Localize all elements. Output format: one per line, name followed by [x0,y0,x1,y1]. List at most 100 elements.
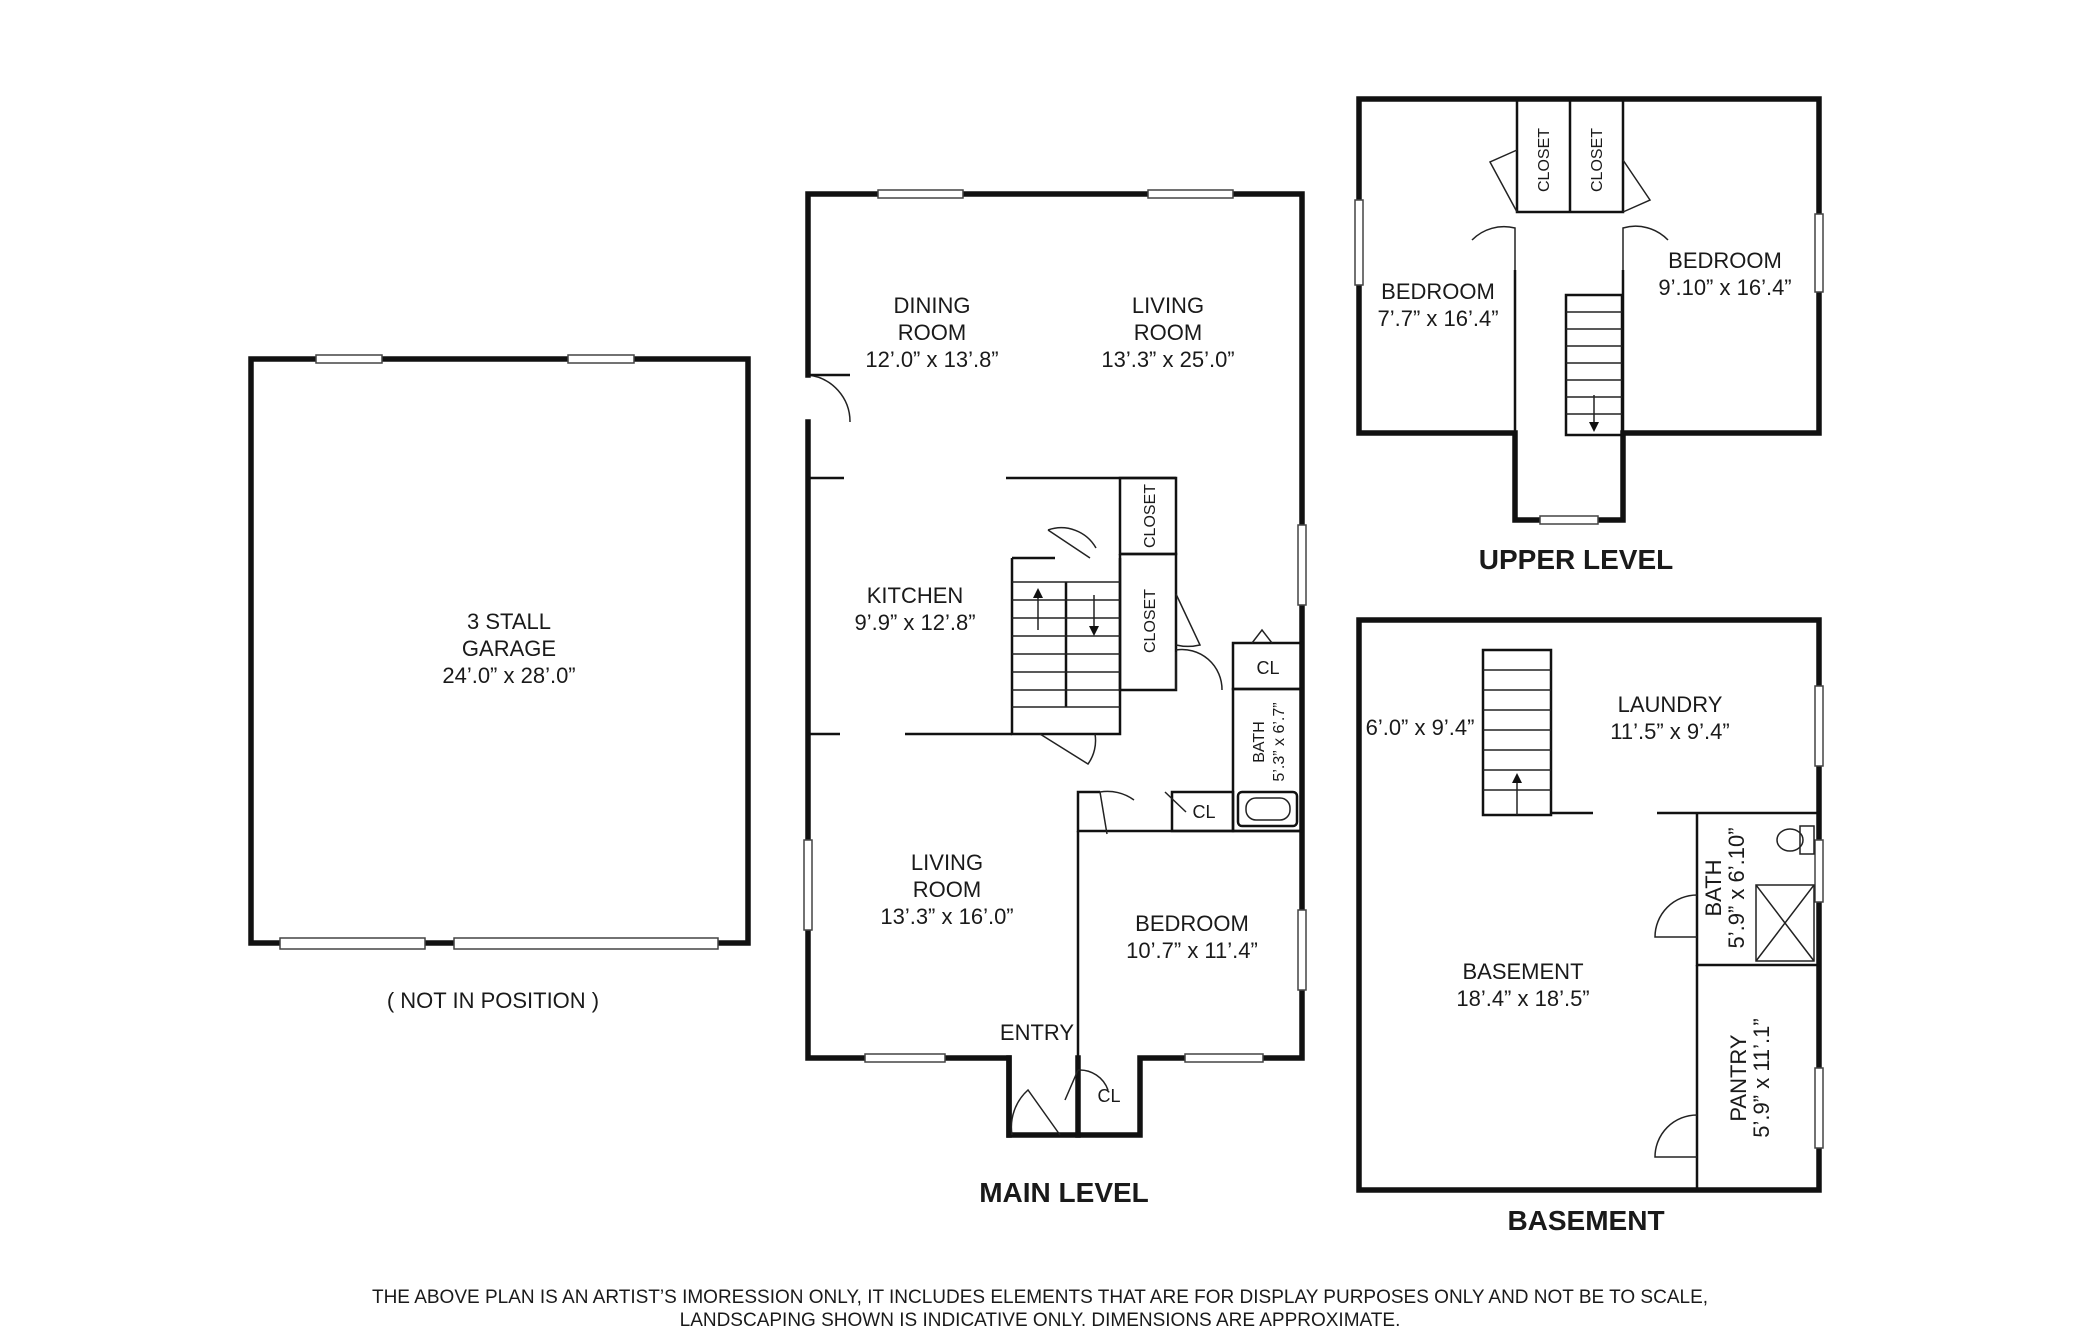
entry-door-swing [1010,1088,1061,1136]
door-swing [1622,159,1652,213]
dining-dims: 12’.0” x 13’.8” [865,347,998,372]
kitchen-label: KITCHEN [867,583,964,608]
basement-bath-label: BATH [1701,859,1726,916]
basement-label: BASEMENT [1462,959,1583,984]
window [1354,199,1364,286]
door-swing [1164,791,1187,813]
upper-closet-a-label: CLOSET [1536,128,1553,192]
stair-arrow-down [1089,595,1099,636]
upper-stairs [1564,293,1624,437]
garage-door [453,937,719,950]
main-level-plan: CLOSET CLOSET [803,189,1307,1208]
shower [1755,884,1815,962]
door-swing [1471,225,1516,270]
main-level-title: MAIN LEVEL [979,1177,1149,1208]
door-swing [1175,648,1223,691]
garage-window [567,354,635,364]
garage-name-2: GARAGE [462,636,556,661]
door-swing [807,374,851,423]
upper-closet-b-label: CLOSET [1589,128,1606,192]
basement-title: BASEMENT [1507,1205,1664,1236]
upper-stair-arrow-down [1589,395,1599,432]
bedroom-main-label: BEDROOM [1135,911,1249,936]
basement-stair-arrow-up [1512,773,1522,815]
garage-window [315,354,383,364]
garage-name-1: 3 STALL [467,609,551,634]
window [1539,515,1599,525]
bedroom-wall [1076,790,1302,833]
living-bottom-dims: 13’.3” x 16’.0” [880,904,1013,929]
stair-arrow-up [1033,588,1043,630]
garage-position-note: ( NOT IN POSITION ) [387,988,599,1013]
closet-a-label: CLOSET [1142,484,1159,548]
garage-plan: 3 STALL GARAGE 24’.0” x 28’.0” ( NOT IN … [248,354,751,1013]
upper-level-plan: CLOSET CLOSET BEDROOM 7’.7” x 16’.4” BED… [1354,96,1824,575]
stair-treads [1012,581,1120,708]
closet-b-label: CLOSET [1142,589,1159,653]
shower-drain [1755,884,1815,962]
window [1147,189,1234,199]
living-top-label-1: LIVING [1132,293,1204,318]
pantry-label: PANTRY [1726,1034,1751,1122]
garage-dims: 24’.0” x 28’.0” [442,663,575,688]
bath-main-label: BATH [1251,721,1268,762]
basement-stair-area-dims: 6’.0” x 9’.4” [1366,715,1475,740]
upper-bedroom-left-label: BEDROOM [1381,279,1495,304]
cl-b-label: CL [1192,802,1215,822]
main-outer-wall [805,191,1305,1138]
pantry-dims: 5’.9” x 11’.1” [1749,1018,1774,1137]
living-top-dims: 13’.3” x 25’.0” [1101,347,1234,372]
dining-label-1: DINING [894,293,971,318]
garage-door [279,937,426,950]
laundry-label: LAUNDRY [1618,692,1723,717]
bathtub-basin [1245,797,1291,821]
upper-bedroom-right-label: BEDROOM [1668,248,1782,273]
door-swing [1622,225,1669,270]
upper-outer-wall [1356,96,1822,523]
basement-plan: 6’.0” x 9’.4” LAUNDRY 11’.5” x 9’.4” BAT… [1356,617,1824,1236]
door-swing [1175,593,1202,648]
window [877,189,964,199]
window [803,839,813,931]
bathtub [1236,790,1299,828]
window [1184,1053,1264,1063]
door-swing [1251,628,1273,644]
window [864,1053,946,1063]
door-swing [1654,1114,1698,1158]
window [1814,1067,1824,1149]
door-swing [1064,1069,1109,1101]
door-swing [1099,790,1135,835]
bath-main-dims: 5’.3” x 6’.7” [1271,702,1288,781]
window [1297,909,1307,991]
living-bottom-label-1: LIVING [911,850,983,875]
kitchen-dims: 9’.9” x 12’.8” [854,610,975,635]
living-top-label-2: ROOM [1134,320,1202,345]
laundry-dims: 11’.5” x 9’.4” [1610,719,1729,744]
door-swing [1039,733,1097,766]
cl-c-label: CL [1097,1086,1120,1106]
basement-walls [1356,617,1822,1193]
toilet [1776,825,1815,855]
upper-bedroom-left-dims: 7’.7” x 16’.4” [1377,306,1498,331]
basement-bath-dims: 5’.9” x 6’.10” [1724,827,1749,948]
window [1814,685,1824,767]
bedroom-main-dims: 10’.7” x 11’.4” [1126,938,1258,963]
entry-label: ENTRY [1000,1020,1074,1045]
disclaimer-line-2: LANDSCAPING SHOWN IS INDICATIVE ONLY. DI… [680,1310,1401,1331]
window [1814,839,1824,903]
basement-dims: 18’.4” x 18’.5” [1456,986,1589,1011]
door-swing [1654,894,1698,938]
window [1814,213,1824,293]
window [1297,524,1307,606]
door-swing [1047,527,1097,559]
living-bottom-label-2: ROOM [913,877,981,902]
basement-stair-treads [1483,669,1551,791]
upper-bedroom-right-dims: 9’.10” x 16’.4” [1658,275,1791,300]
cl-a-label: CL [1256,658,1279,678]
dining-label-2: ROOM [898,320,966,345]
door-swing [1488,149,1518,213]
upper-level-title: UPPER LEVEL [1479,544,1673,575]
stair-frame [1010,558,1122,736]
disclaimer-line-1: THE ABOVE PLAN IS AN ARTIST’S IMORESSION… [372,1287,1708,1308]
